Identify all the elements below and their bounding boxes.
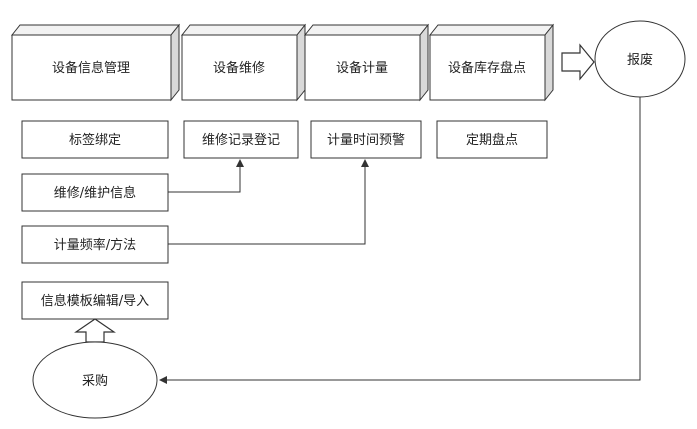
sub-box-repair-record: 维修记录登记 <box>183 120 299 159</box>
sub-box-periodic-count: 定期盘点 <box>436 120 548 159</box>
sub-box-tag-binding: 标签绑定 <box>21 120 169 159</box>
sub-box-label: 定期盘点 <box>466 132 518 148</box>
info-box-metrology-frequency: 计量频率/方法 <box>21 225 169 264</box>
stage-box-inventory: 设备库存盘点 <box>428 23 555 102</box>
stage-label: 设备信息管理 <box>52 60 130 76</box>
connector-arrow-to-repair-record <box>168 159 244 193</box>
info-box-label: 计量频率/方法 <box>54 237 136 253</box>
block-arrow-up-icon <box>74 318 116 343</box>
stage-label: 设备维修 <box>213 60 265 76</box>
block-arrow-right-icon <box>561 43 595 81</box>
stage-label: 设备库存盘点 <box>448 60 526 76</box>
scrap-label: 报废 <box>627 52 653 68</box>
purchase-label: 采购 <box>82 373 108 389</box>
info-box-maintenance-info: 维修/维护信息 <box>21 173 169 212</box>
stage-box-maintenance: 设备维修 <box>180 23 307 102</box>
stage-box-metrology: 设备计量 <box>303 23 430 102</box>
stage-label: 设备计量 <box>336 60 388 76</box>
info-box-template-import: 信息模板编辑/导入 <box>21 281 169 320</box>
connector-arrow-to-metrology-alert <box>168 159 369 245</box>
info-box-label: 信息模板编辑/导入 <box>41 293 149 309</box>
scrap-node: 报废 <box>594 20 686 98</box>
sub-box-metrology-alert: 计量时间预警 <box>310 120 422 159</box>
sub-box-label: 维修记录登记 <box>202 133 280 148</box>
stage-box-info-management: 设备信息管理 <box>10 23 181 102</box>
sub-box-label: 计量时间预警 <box>327 132 405 148</box>
info-box-label: 维修/维护信息 <box>54 185 136 201</box>
purchase-node: 采购 <box>32 341 158 419</box>
connector-arrow-scrap-to-purchase <box>159 97 641 384</box>
sub-box-label: 标签绑定 <box>69 132 121 148</box>
